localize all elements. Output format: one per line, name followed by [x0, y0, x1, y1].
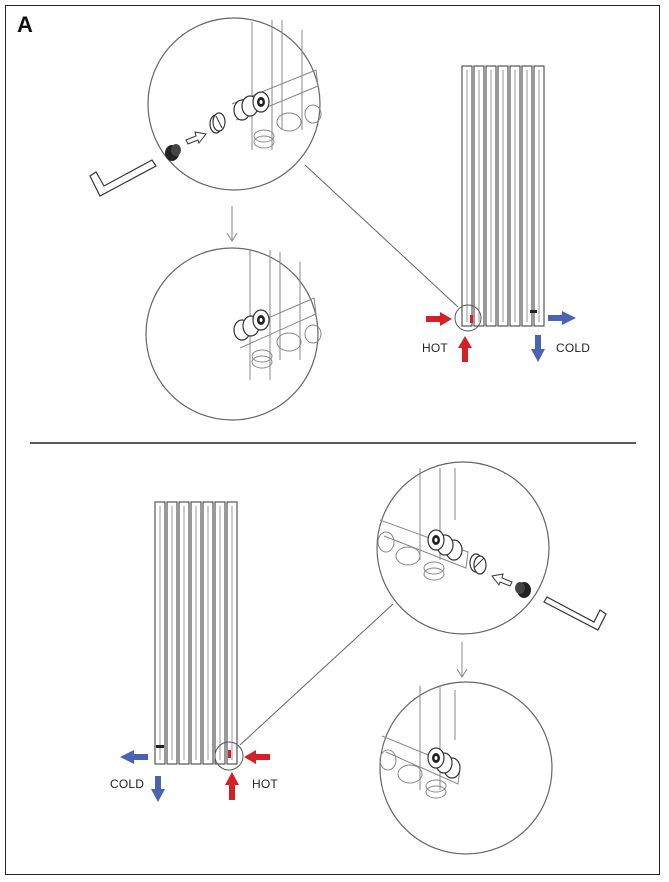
hot-arrow-top-horizontal [426, 312, 452, 326]
hot-arrow-bottom-horizontal [244, 750, 270, 764]
detail-circle-bottom-lower [379, 681, 553, 855]
hex-key-bottom [543, 596, 607, 631]
detail-marker-bottom [214, 741, 244, 771]
cold-label-top: COLD [556, 341, 591, 355]
cold-arrow-top-vertical [531, 335, 545, 362]
detail-marker-top [454, 304, 482, 332]
leader-line-top [304, 164, 459, 308]
radiator-top [461, 65, 545, 327]
detail-circle-top-lower [145, 247, 322, 421]
cold-arrow-bottom-horizontal [120, 750, 148, 764]
radiator-bottom [154, 501, 238, 765]
detail-circle-bottom-upper [376, 461, 550, 635]
cold-arrow-bottom-vertical [151, 776, 165, 802]
detail-circle-top-upper [147, 17, 322, 191]
hot-label-top: HOT [422, 341, 448, 355]
hot-arrow-bottom-vertical [225, 772, 239, 800]
hot-arrow-top-vertical [458, 336, 472, 362]
cold-arrow-top-horizontal [548, 311, 576, 325]
leader-line-bottom [239, 603, 394, 746]
step-arrow-top [226, 206, 238, 242]
hex-key-top [89, 159, 157, 197]
section-letter: A [17, 12, 33, 37]
cold-label-bottom: COLD [110, 777, 145, 791]
hot-label-bottom: HOT [252, 777, 278, 791]
step-arrow-bottom [456, 642, 468, 678]
figure-frame [5, 5, 660, 875]
